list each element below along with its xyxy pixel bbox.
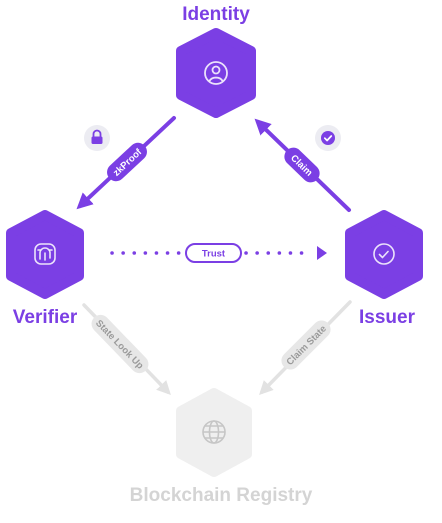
zkproof-label-pill: zkProof <box>107 142 147 182</box>
node-identity: Identity <box>176 4 256 118</box>
node-registry: Blockchain Registry <box>130 388 313 506</box>
fingerprint-icon <box>34 243 56 265</box>
state-lookup-label: State Look Up <box>93 318 145 372</box>
trust-label: Trust <box>202 249 226 260</box>
issuer-title: Issuer <box>359 307 416 328</box>
state-lookup-label-pill: State Look Up <box>91 314 149 374</box>
check-circle-icon <box>373 243 395 265</box>
edge-claim-state: Claim State <box>259 300 352 396</box>
check-badge-icon <box>321 131 335 145</box>
registry-title: Blockchain Registry <box>130 485 313 506</box>
claim-state-label-pill: Claim State <box>281 320 331 370</box>
verifier-title: Verifier <box>13 307 78 328</box>
edge-claim: Claim <box>254 118 351 212</box>
node-issuer: Issuer <box>345 210 423 328</box>
edge-trust: Trust <box>110 243 327 263</box>
claim-label-pill: Claim <box>284 147 320 183</box>
lock-badge <box>84 125 110 151</box>
person-icon <box>204 61 228 85</box>
trust-label-pill: Trust <box>185 243 242 263</box>
globe-icon <box>202 420 226 444</box>
node-verifier: Verifier <box>6 210 84 328</box>
edge-state-lookup: State Look Up <box>82 303 171 396</box>
lock-icon <box>91 129 103 144</box>
claim-state-label: Claim State <box>285 324 329 368</box>
check-badge <box>315 125 341 151</box>
identity-title: Identity <box>182 4 250 25</box>
